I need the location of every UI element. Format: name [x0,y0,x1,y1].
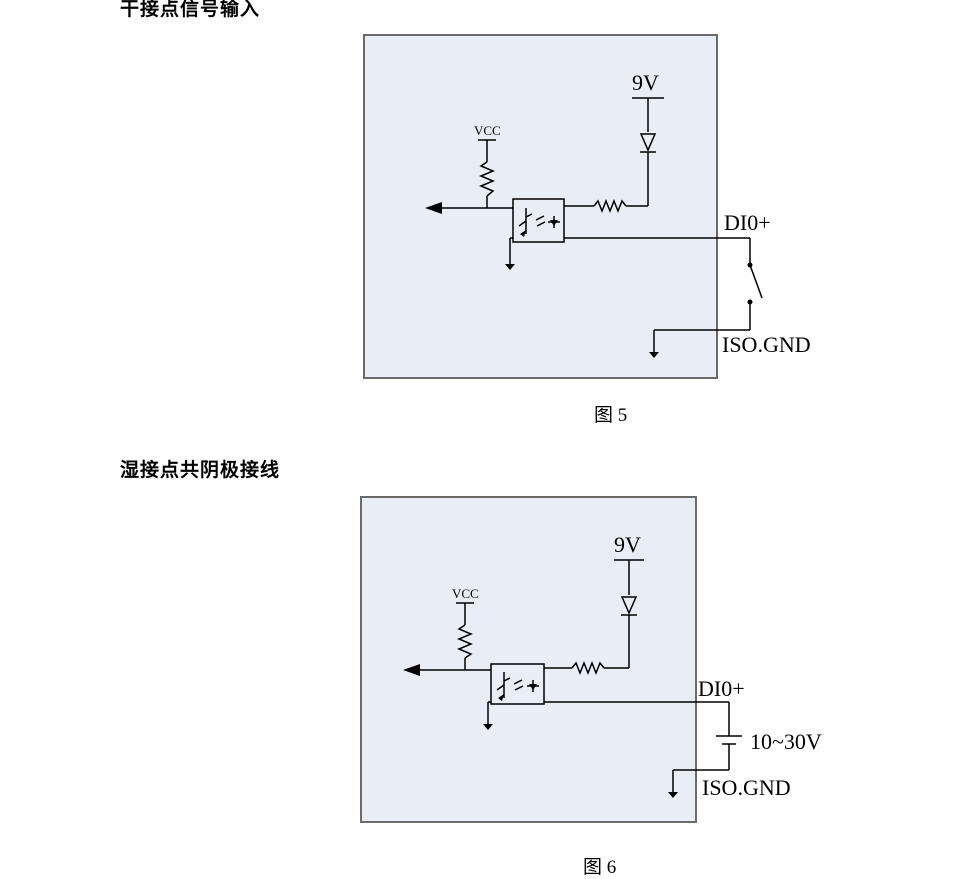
ground-icon [505,264,515,270]
diode-symbol [620,596,638,616]
pullup-resistor-symbol [457,624,473,659]
label-vcc: VCC [452,586,479,601]
resistor-symbol [571,660,605,676]
optocoupler-box [490,663,545,705]
label-iso-gnd: ISO.GND [722,332,811,357]
led-symbol [550,220,558,226]
output-arrow [425,202,442,214]
label-vcc: VCC [474,123,501,138]
figure-caption-6: 图 6 [583,857,617,878]
switch-symbol [749,264,763,299]
label-9v: 9V [614,532,641,557]
circuit-panel-fig6 [360,496,697,823]
figure-caption-5: 图 5 [594,405,628,426]
ground-icon [483,724,493,730]
label-supply-voltage: 10~30V [750,729,822,754]
output-arrow [403,664,420,676]
label-9v: 9V [632,70,659,95]
resistor-symbol [593,198,627,214]
label-di0: DI0+ [724,210,771,235]
ground-icon [668,792,678,798]
section-heading-wet-contact: 湿接点共阴极接线 [120,459,281,481]
label-iso-gnd: ISO.GND [702,775,791,800]
section-heading-dry-contact: 干接点信号输入 [120,0,261,20]
led-symbol [529,684,537,690]
optocoupler-box [512,198,565,243]
pullup-resistor-symbol [479,161,495,197]
label-di0: DI0+ [698,676,745,701]
circuit-panel-fig5 [363,34,718,379]
ground-icon [649,352,659,358]
